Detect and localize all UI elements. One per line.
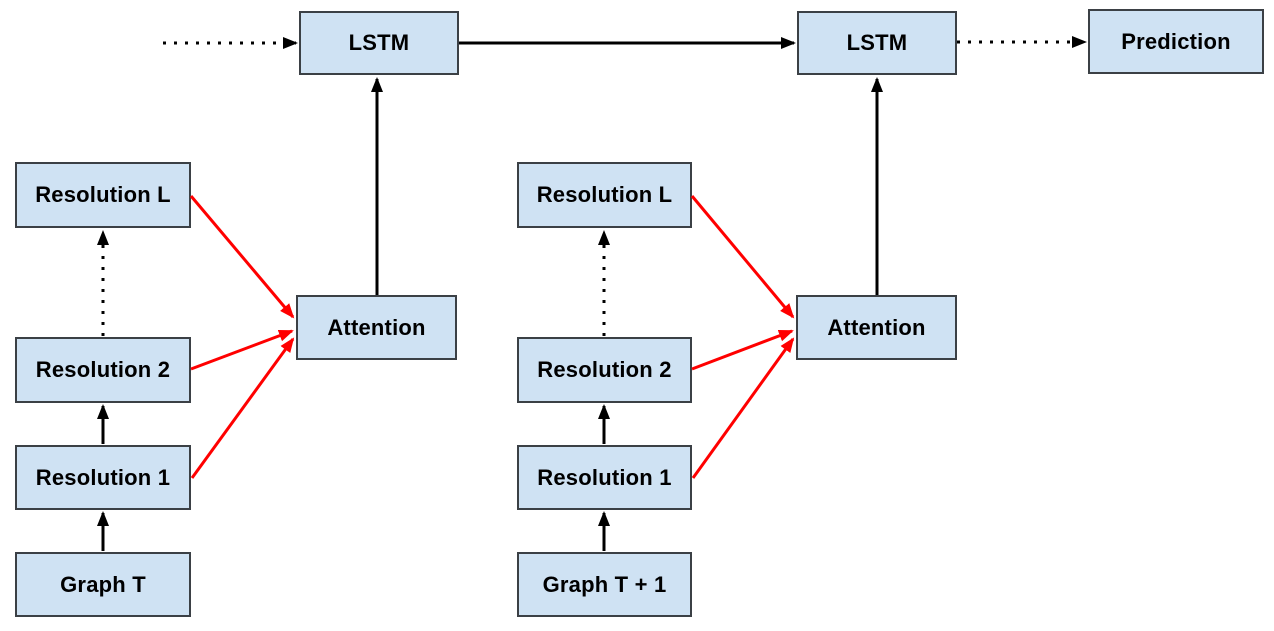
box-graph-t-plus-1: Graph T + 1	[517, 552, 692, 617]
box-graph-t: Graph T	[15, 552, 191, 617]
box-lstm-t: LSTM	[299, 11, 459, 75]
box-label: Resolution 1	[537, 464, 672, 490]
box-label: Resolution 2	[537, 357, 672, 382]
box-resolution-2-t-plus-1: Resolution 2	[517, 337, 692, 403]
box-resolution-1-t: Resolution 1	[15, 445, 191, 510]
box-label: Resolution 2	[35, 357, 171, 382]
box-resolution-l-t-plus-1: Resolution L	[517, 162, 692, 228]
box-prediction: Prediction	[1088, 9, 1264, 74]
box-label: Resolution L	[536, 182, 673, 207]
box-label: Resolution 1	[35, 464, 171, 490]
box-label: Attention	[827, 314, 926, 340]
box-lstm-t-plus-1: LSTM	[797, 11, 957, 75]
arrow-resolution-l-t-to-attention-t	[189, 195, 295, 319]
box-label: Graph T + 1	[542, 571, 667, 597]
box-label: Prediction	[1121, 28, 1231, 54]
box-attention-t: Attention	[296, 295, 457, 360]
box-label: Attention	[327, 314, 426, 340]
box-label: LSTM	[348, 30, 410, 55]
arrow-resolution-2-t-to-attention-t	[190, 329, 294, 371]
box-attention-t-plus-1: Attention	[796, 295, 957, 360]
box-resolution-l-t: Resolution L	[15, 162, 191, 228]
arrow-resolution-1-t1-to-attention-t1	[691, 337, 795, 479]
box-label: LSTM	[846, 30, 908, 55]
box-label: Graph T	[60, 571, 146, 597]
arrow-resolution-1-t-to-attention-t	[190, 337, 295, 479]
box-resolution-2-t: Resolution 2	[15, 337, 191, 403]
box-resolution-1-t-plus-1: Resolution 1	[517, 445, 692, 510]
arrow-resolution-2-t1-to-attention-t1	[691, 329, 794, 371]
arrow-resolution-l-t1-to-attention-t1	[690, 195, 795, 319]
box-label: Resolution L	[35, 182, 171, 207]
